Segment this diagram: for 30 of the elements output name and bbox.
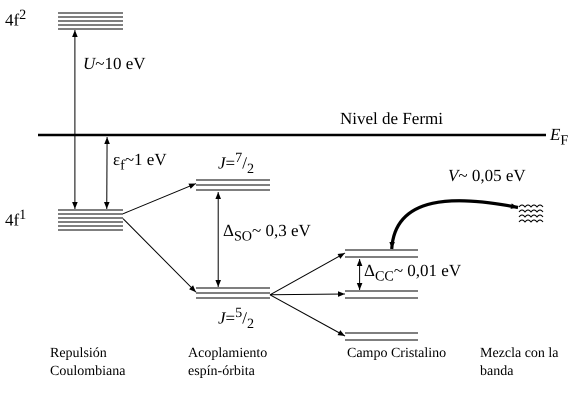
energy-level (196, 287, 270, 300)
energy-level (38, 133, 546, 137)
level-label: J=$^{5}$/$_{2}$ (218, 306, 254, 333)
energy-level (58, 12, 123, 30)
arrow (104, 136, 110, 210)
level-label: 4f$^{2}$ (5, 8, 26, 30)
arrow (270, 294, 346, 336)
energy-level (345, 332, 418, 342)
stage-caption: Acoplamiento espín-órbita (188, 345, 268, 382)
level-label: Nivel de Fermi (340, 110, 443, 129)
stage-caption: Campo Cristalino (347, 345, 447, 363)
energy-level (345, 290, 418, 300)
energy-level (196, 179, 270, 192)
arrow (122, 218, 196, 293)
band-icon (518, 202, 545, 224)
edge-label: V~ 0,05 eV (447, 167, 527, 186)
level-label: J=$^{7}$/$_{2}$ (218, 151, 254, 178)
arrow (122, 183, 196, 214)
arrow (356, 258, 362, 290)
level-label: 4f$^{1}$ (5, 208, 26, 230)
arrow (72, 30, 78, 210)
arrow (390, 199, 518, 250)
arrow (270, 252, 346, 296)
arrow (270, 291, 346, 297)
energy-level (58, 209, 123, 233)
level-label: E$_{F}$ (550, 126, 568, 149)
stage-caption: Repulsión Coulombiana (50, 345, 126, 382)
stage-caption: Mezcla con la banda (480, 345, 560, 382)
energy-level (345, 249, 418, 259)
arrow (215, 192, 221, 288)
